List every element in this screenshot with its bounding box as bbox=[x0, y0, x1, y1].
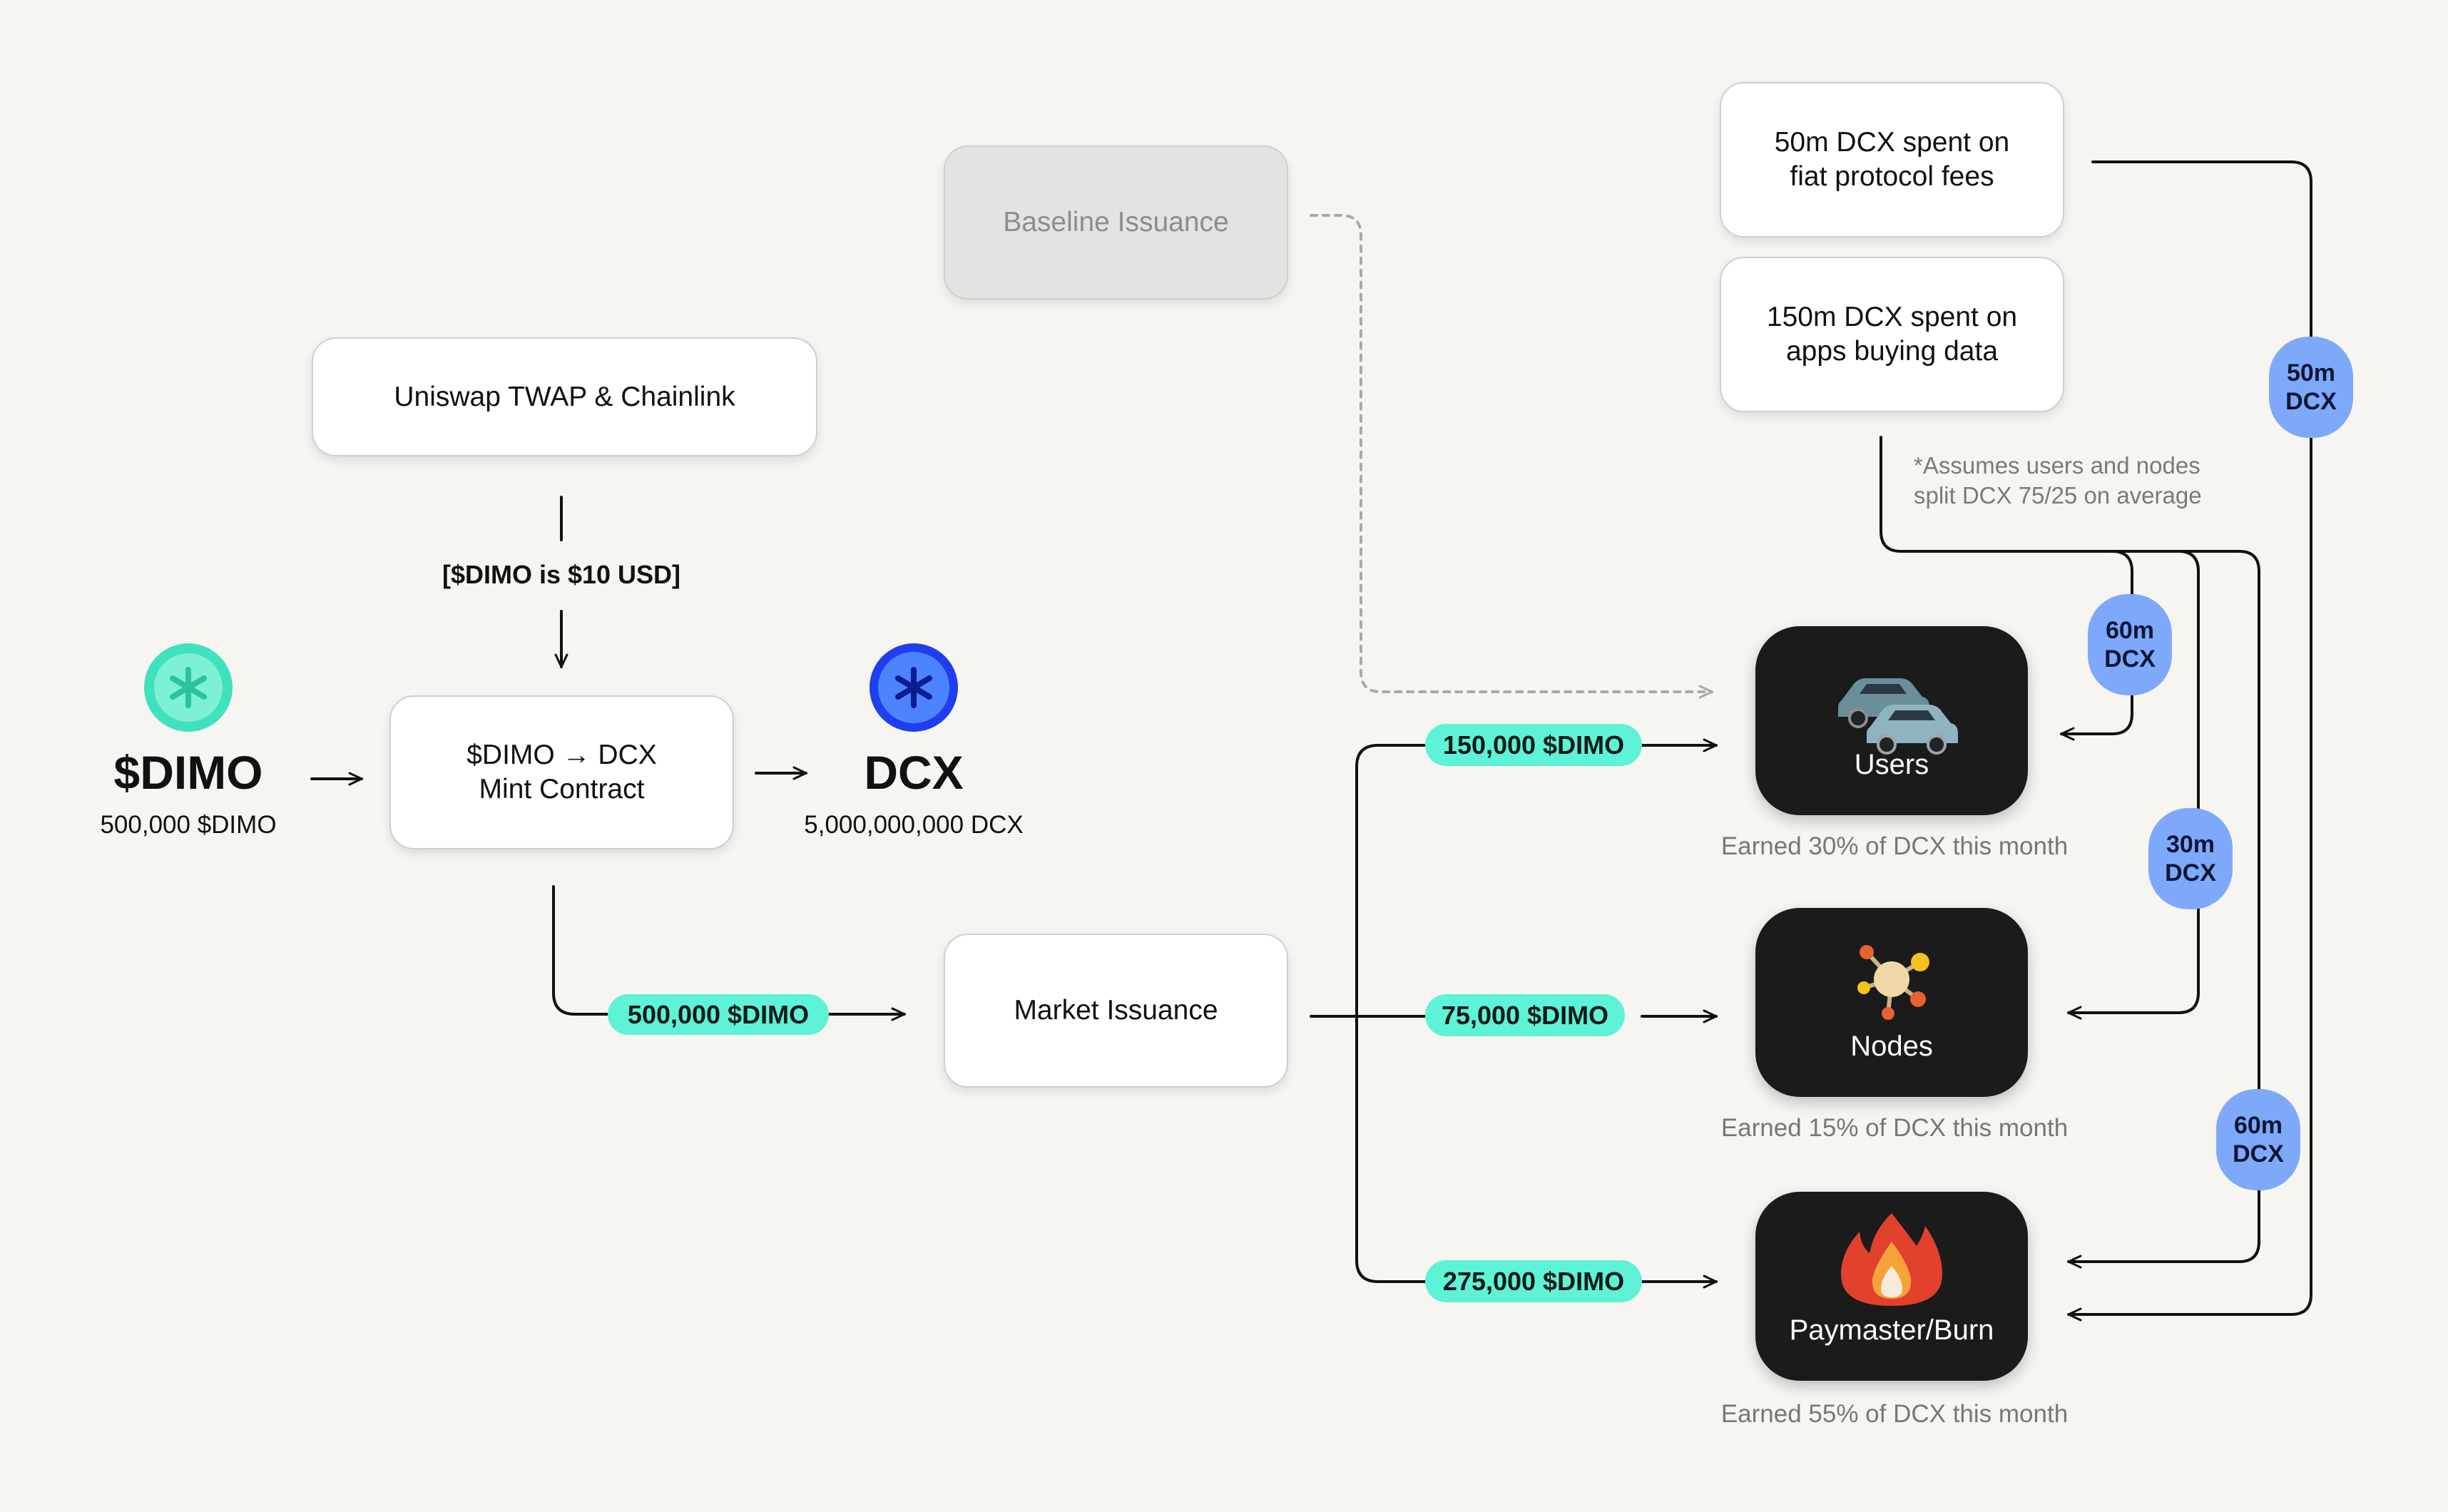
mint-contract-box: $DIMO → DCX Mint Contract bbox=[389, 695, 734, 849]
branch-trunk bbox=[1355, 744, 1428, 1283]
cars-icon bbox=[1838, 678, 1958, 755]
burn-label: Paymaster/Burn bbox=[1789, 1314, 1994, 1346]
price-note: [$DIMO is $10 USD] bbox=[442, 560, 681, 589]
users-caption: Earned 30% of DCX this month bbox=[1720, 832, 2069, 860]
oracle-box: Uniswap TWAP & Chainlink bbox=[312, 337, 817, 456]
fiat-to-burn-line bbox=[2067, 160, 2312, 1314]
network-nodes-icon bbox=[1857, 945, 1929, 1020]
split-assumption-note: *Assumes users and nodes split DCX 75/25… bbox=[1914, 452, 2202, 509]
apps-to-users-line bbox=[2060, 550, 2133, 734]
fiat-fees-box: 50m DCX spent on fiat protocol fees bbox=[1720, 82, 2064, 237]
dcx-token-name: DCX bbox=[864, 746, 964, 799]
burn-card: Paymaster/Burn bbox=[1755, 1192, 2028, 1381]
market-issuance-box: Market Issuance bbox=[944, 934, 1288, 1088]
apps-to-burn-pill: 60m DCX bbox=[2216, 1089, 2300, 1190]
nodes-pill: 75,000 $DIMO bbox=[1425, 994, 1625, 1036]
nodes-caption: Earned 15% of DCX this month bbox=[1720, 1114, 2069, 1142]
apps-to-users-pill: 60m DCX bbox=[2088, 594, 2172, 695]
dcx-token-amount: 5,000,000,000 DCX bbox=[804, 811, 1024, 839]
burn-pill: 275,000 $DIMO bbox=[1425, 1260, 1642, 1302]
mint-to-market-line bbox=[552, 885, 611, 1016]
baseline-dashed-line bbox=[1310, 214, 1713, 692]
apps-to-nodes-line bbox=[2067, 550, 2200, 1013]
dimo-token-amount: 500,000 $DIMO bbox=[100, 811, 277, 839]
apps-to-nodes-pill: 30m DCX bbox=[2148, 808, 2233, 909]
nodes-card: Nodes bbox=[1755, 908, 2028, 1097]
dimo-coin-icon bbox=[144, 643, 233, 732]
market-input-pill: 500,000 $DIMO bbox=[608, 994, 829, 1035]
burn-caption: Earned 55% of DCX this month bbox=[1720, 1400, 2069, 1428]
baseline-issuance-box: Baseline Issuance bbox=[944, 145, 1288, 300]
apps-split-line bbox=[1880, 436, 2260, 1262]
users-card: Users bbox=[1755, 626, 2028, 815]
nodes-label: Nodes bbox=[1850, 1031, 1933, 1062]
fire-icon bbox=[1841, 1213, 1942, 1306]
users-pill: 150,000 $DIMO bbox=[1425, 724, 1642, 766]
fiat-to-burn-pill: 50m DCX bbox=[2269, 337, 2353, 438]
users-label: Users bbox=[1854, 749, 1929, 780]
dimo-token-name: $DIMO bbox=[113, 746, 263, 799]
apps-data-box: 150m DCX spent on apps buying data bbox=[1720, 257, 2064, 412]
dcx-coin-icon bbox=[869, 643, 958, 732]
